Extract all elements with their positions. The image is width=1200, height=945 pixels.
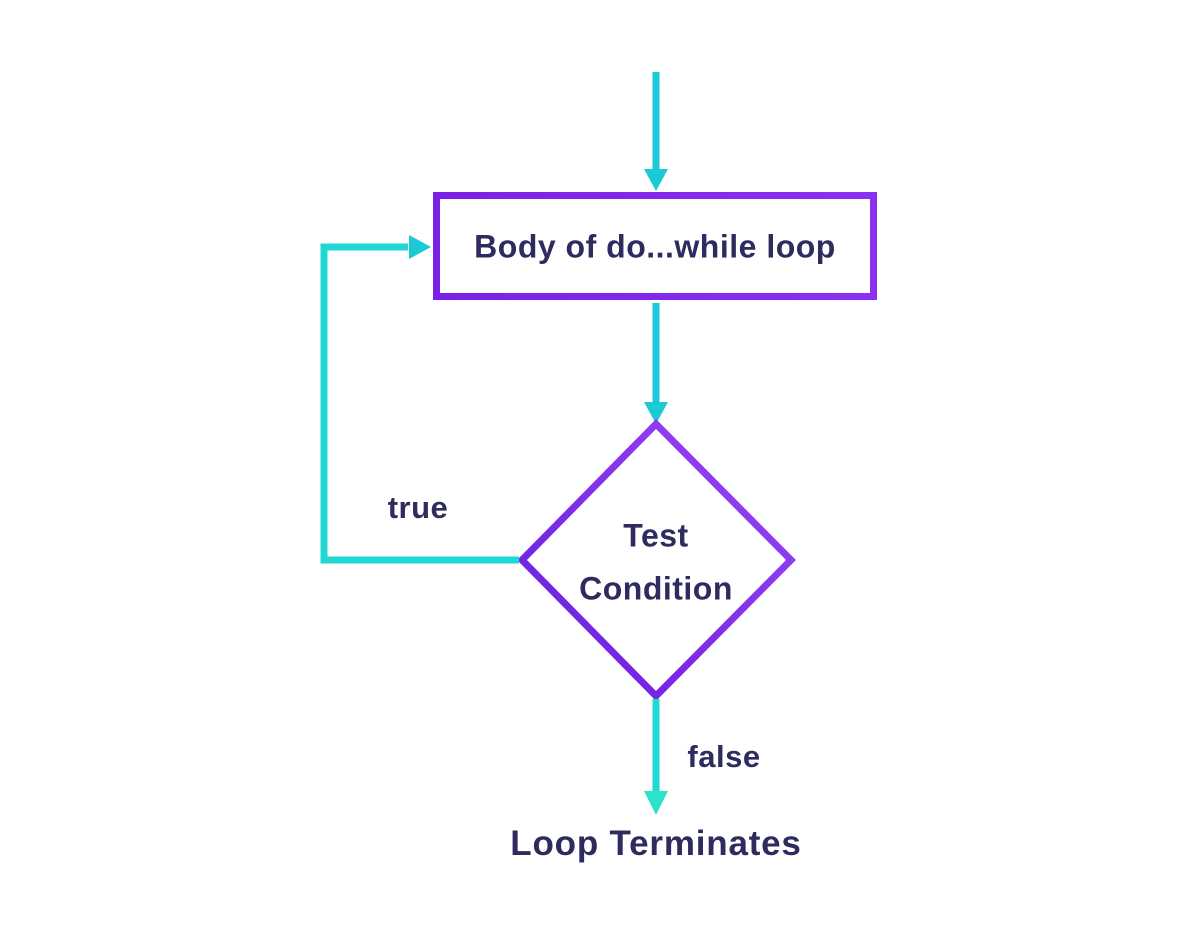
decision-diamond <box>517 419 796 701</box>
entry-arrowhead-icon <box>644 169 668 191</box>
true-branch-label: true <box>387 490 449 525</box>
false-branch-label: false <box>687 739 761 774</box>
decision-label-line1: Test <box>623 517 689 554</box>
process-box <box>433 192 877 300</box>
decision-label-line2: Condition <box>579 570 733 607</box>
true-branch-arrowhead-icon <box>409 235 431 259</box>
loop-terminates-label: Loop Terminates <box>510 824 802 863</box>
body-to-condition-arrowhead-icon <box>644 402 668 424</box>
true-branch-line <box>320 243 519 564</box>
false-branch-arrowhead-icon <box>644 791 668 815</box>
process-box-label: Body of do...while loop <box>474 228 836 265</box>
